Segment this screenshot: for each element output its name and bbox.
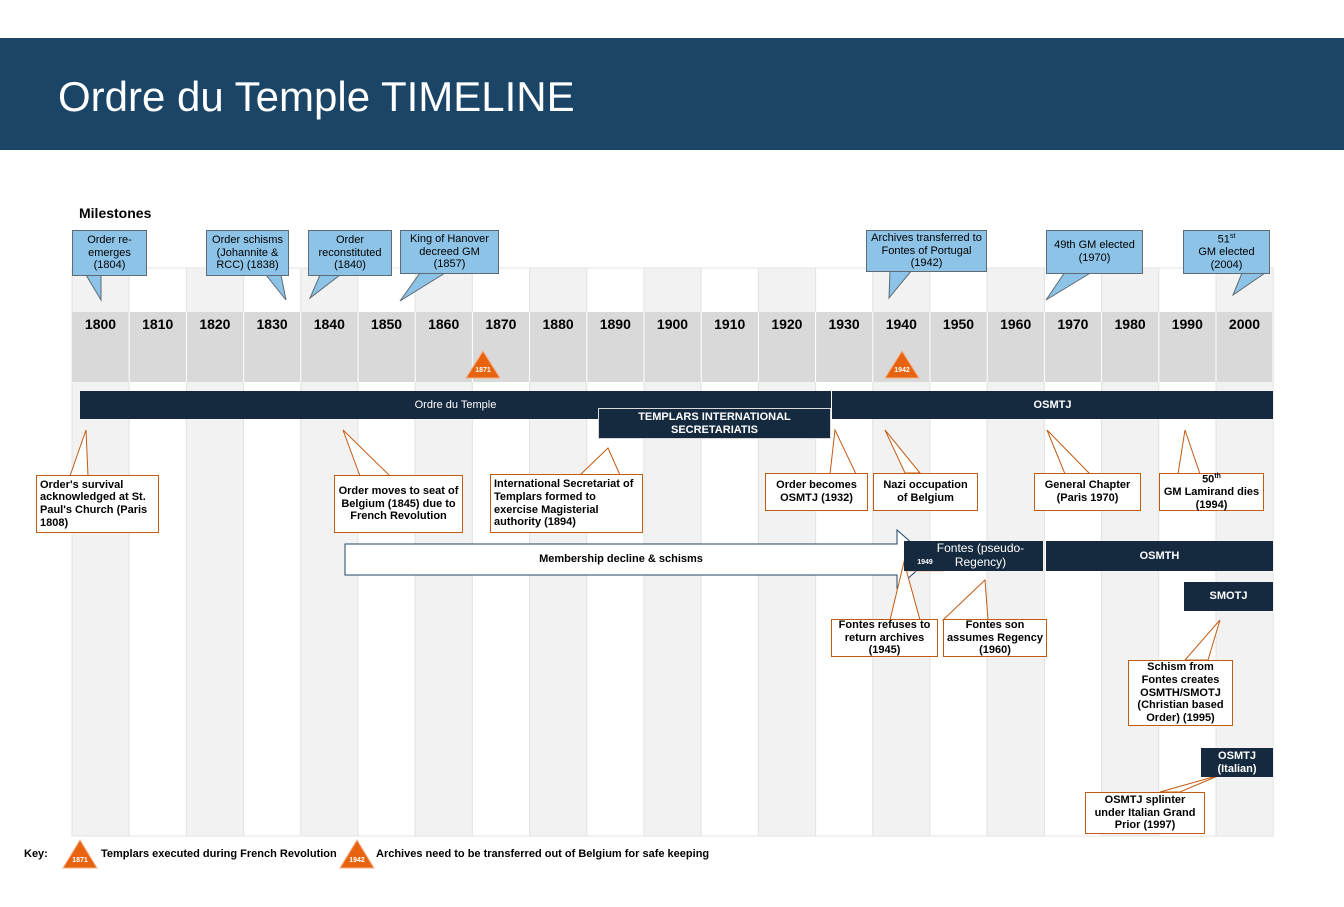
marker-label-1942: 1942 (894, 367, 910, 374)
callout-1994: 50th GM Lamirand dies (1994) (1159, 473, 1264, 511)
year-label: 1840 (313, 316, 345, 332)
year-label: 1980 (1114, 316, 1146, 332)
callout-1994-line1: 50th (1202, 472, 1221, 486)
key-item-2: Archives need to be transferred out of B… (376, 848, 710, 860)
bar-secretariatis: TEMPLARS INTERNATIONAL SECRETARIATIS (598, 408, 831, 439)
callout-1840: Order reconstituted (1840) (308, 230, 392, 276)
callout-1994-text: GM Lamirand dies (1994) (1163, 486, 1260, 511)
year-label: 1950 (942, 316, 975, 332)
year-band (72, 312, 1272, 382)
callout-1932: Order becomes OSMTJ (1932) (765, 473, 868, 511)
marker-1871 (465, 350, 501, 379)
callout-1838: Order schisms (Johannite & RCC) (1838) (206, 230, 289, 276)
year-label: 1800 (84, 316, 117, 332)
year-label: 1900 (656, 316, 689, 332)
year-label: 1990 (1171, 316, 1203, 332)
marker-label-1871: 1871 (475, 367, 491, 374)
membership-arrow (344, 528, 931, 590)
year-label: 1860 (428, 316, 460, 332)
callout-1808: Order's survival acknowledged at St. Pau… (36, 475, 159, 533)
year-label: 1880 (542, 316, 574, 332)
title-banner (0, 38, 1344, 150)
year-label: 1970 (1057, 316, 1089, 332)
callout-nazi: Nazi occupation of Belgium (873, 473, 978, 511)
year-label: 1830 (256, 316, 288, 332)
callout-1942: Archives transferred to Fontes of Portug… (866, 230, 987, 272)
bar-osmth: OSMTH (1046, 541, 1273, 571)
callout-1970: 49th GM elected (1970) (1046, 230, 1143, 274)
marker-label-1949: 1949 (917, 559, 933, 566)
key-label: Key: (24, 848, 48, 860)
callout-1945: Fontes refuses to return archives (1945) (831, 619, 938, 657)
year-label: 1870 (485, 316, 517, 332)
marker-1942 (884, 350, 920, 379)
key-marker-1871 (62, 839, 98, 869)
year-label: 1810 (142, 316, 174, 332)
milestones-heading: Milestones (79, 205, 152, 221)
bar-fontes: Fontes (pseudo-Regency) (904, 541, 1043, 571)
year-label: 2000 (1228, 316, 1261, 332)
key-badge-1942: 1942 (349, 857, 365, 864)
callout-2004-line1: 51st (1217, 232, 1236, 246)
year-label: 1960 (1000, 316, 1032, 332)
callout-1997: OSMTJ splinter under Italian Grand Prior… (1085, 792, 1205, 834)
year-label: 1910 (714, 316, 746, 332)
year-label: 1890 (599, 316, 631, 332)
page-title: Ordre du Temple TIMELINE (58, 73, 575, 120)
callout-1995: Schism from Fontes creates OSMTH/SMOTJ (… (1128, 660, 1233, 726)
key-marker-1942 (339, 839, 375, 869)
callout-1857: King of Hanover decreed GM (1857) (400, 230, 499, 274)
year-label: 1940 (885, 316, 917, 332)
callout-2004-text: GM elected (2004) (1198, 246, 1255, 271)
callout-1894: International Secretariat of Templars fo… (490, 474, 643, 533)
callout-1804: Order re-emerges (1804) (72, 230, 147, 276)
bar-ordre-du-temple: Ordre du Temple (80, 391, 831, 419)
callout-1960: Fontes son assumes Regency (1960) (943, 619, 1047, 657)
membership-label: Membership decline & schisms (539, 553, 703, 566)
key-badge-1871: 1871 (72, 857, 88, 864)
callout-2004: 51st GM elected (2004) (1183, 230, 1270, 274)
year-label: 1920 (771, 316, 803, 332)
callout-chapter: General Chapter (Paris 1970) (1034, 473, 1141, 511)
key-item-1: Templars executed during French Revoluti… (101, 848, 337, 860)
year-label: 1820 (199, 316, 231, 332)
bar-smotj: SMOTJ (1184, 582, 1273, 611)
callout-1845: Order moves to seat of Belgium (1845) du… (334, 475, 463, 533)
year-label: 1850 (370, 316, 403, 332)
bar-osmtj: OSMTJ (832, 391, 1273, 419)
bar-osmtj-italian: OSMTJ (Italian) (1201, 748, 1273, 777)
year-label: 1930 (828, 316, 860, 332)
